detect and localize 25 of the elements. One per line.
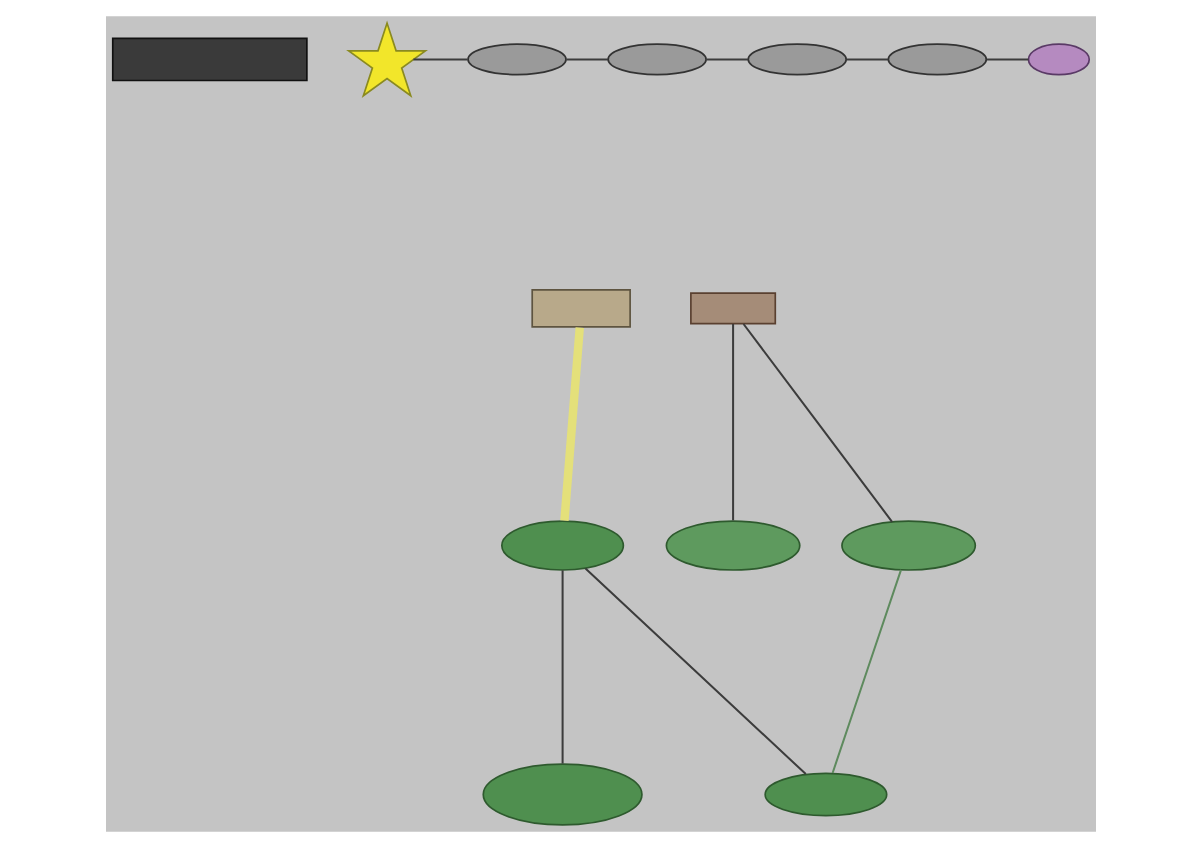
connector (845, 58, 888, 61)
node-ellipse (481, 763, 642, 826)
node-ellipse (1026, 43, 1090, 76)
connector (985, 58, 1028, 61)
connector (830, 569, 901, 774)
node-ellipse (606, 43, 706, 76)
node-ellipse (466, 43, 566, 76)
node-box (689, 292, 776, 325)
node-ellipse (500, 520, 624, 571)
connector (412, 58, 467, 61)
connector (559, 327, 583, 521)
node-box (530, 288, 630, 328)
connector (583, 567, 806, 775)
node-ellipse (886, 43, 987, 76)
node-ellipse (664, 520, 800, 571)
node-star (345, 20, 427, 98)
node-ellipse (746, 43, 847, 76)
connector (741, 323, 892, 523)
node-ellipse (840, 520, 976, 571)
node-ellipse (763, 772, 887, 817)
connector (560, 570, 563, 764)
connector (731, 324, 734, 521)
node-box (110, 37, 307, 82)
connector (565, 58, 608, 61)
connector (705, 58, 748, 61)
